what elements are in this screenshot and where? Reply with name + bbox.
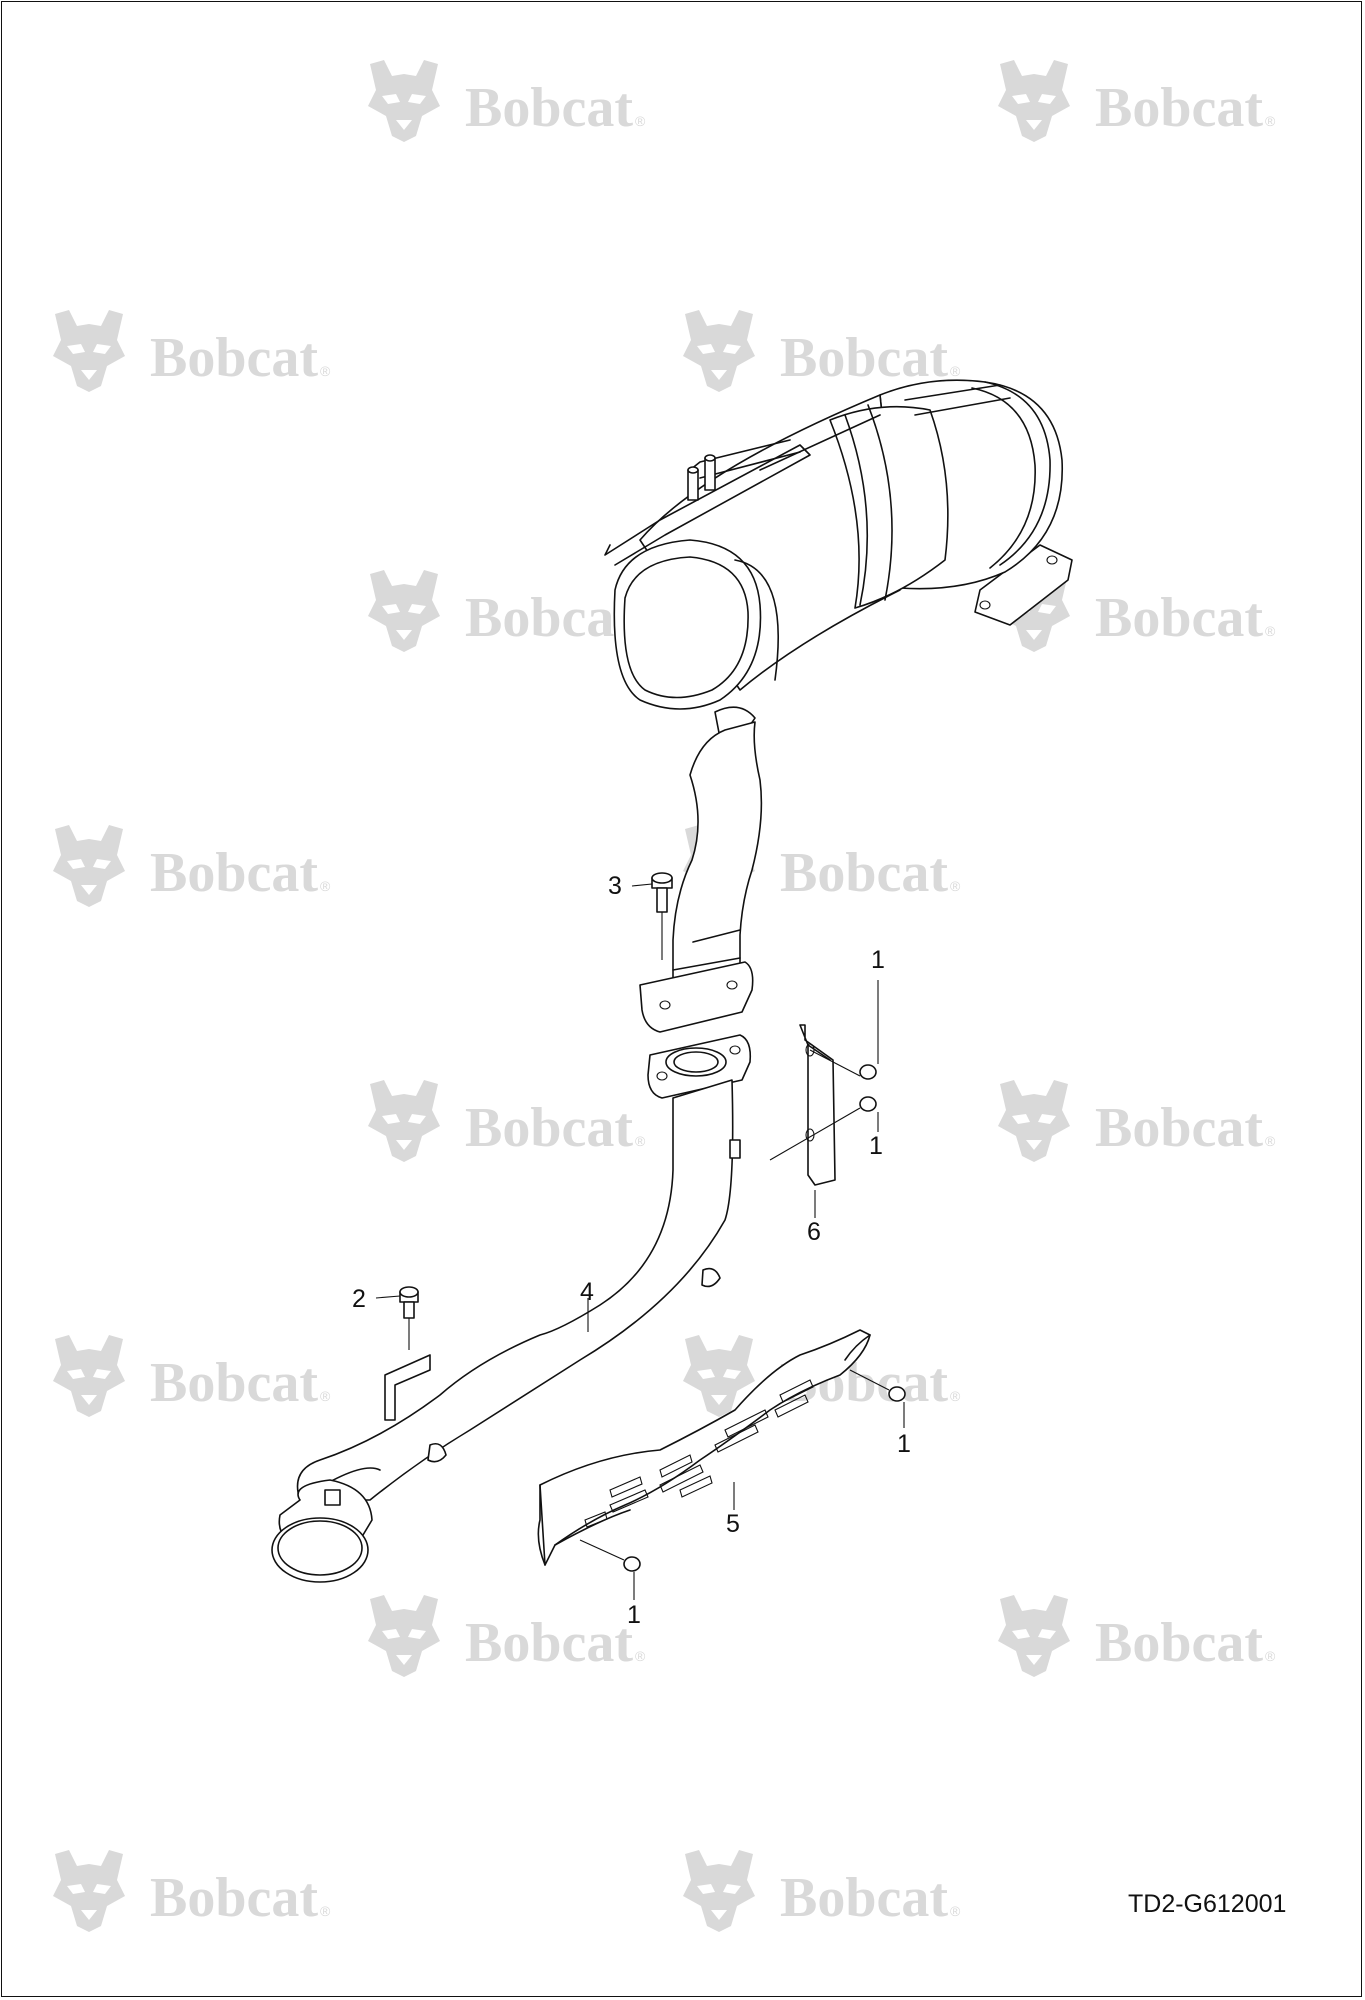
callout-item1-shield-left: 1 bbox=[627, 1601, 641, 1629]
watermark-text: Bobcat bbox=[465, 1612, 633, 1674]
watermark-tile: Bobcat® bbox=[998, 1595, 1276, 1677]
bracket bbox=[799, 1024, 836, 1186]
bobcat-head-logo-icon bbox=[368, 1595, 440, 1677]
bobcat-head-logo-icon bbox=[53, 825, 125, 907]
watermark-registered-mark: ® bbox=[1265, 1648, 1276, 1664]
watermark-tile: Bobcat® bbox=[683, 310, 961, 392]
watermark-tile: Bobcat® bbox=[998, 1080, 1276, 1162]
watermark-layer: Bobcat®Bobcat®Bobcat®Bobcat®Bobcat®Bobca… bbox=[53, 60, 1276, 1932]
watermark-registered-mark: ® bbox=[1265, 113, 1276, 129]
leader-lines bbox=[375, 883, 905, 1600]
bobcat-head-logo-icon bbox=[998, 60, 1070, 142]
watermark-text: Bobcat bbox=[150, 327, 318, 389]
callout-item4: 4 bbox=[580, 1278, 594, 1306]
watermark-text: Bobcat bbox=[465, 1097, 633, 1159]
bolt-item2 bbox=[399, 1286, 419, 1350]
watermark-tile: Bobcat® bbox=[368, 1595, 646, 1677]
bobcat-head-logo-icon bbox=[683, 1850, 755, 1932]
watermark-registered-mark: ® bbox=[1265, 623, 1276, 639]
muffler-assembly bbox=[604, 379, 1073, 739]
watermark-text: Bobcat bbox=[1095, 1097, 1263, 1159]
heat-shield bbox=[537, 1329, 871, 1566]
callout-item6: 6 bbox=[807, 1218, 821, 1246]
bobcat-head-logo-icon bbox=[683, 310, 755, 392]
callout-item1-bracket: 1 bbox=[869, 1132, 883, 1160]
bobcat-head-logo-icon bbox=[368, 570, 440, 652]
exhaust-pipe-lower bbox=[271, 1034, 752, 1583]
bobcat-head-logo-icon bbox=[53, 1335, 125, 1417]
watermark-text: Bobcat bbox=[465, 77, 633, 139]
watermark-tile: Bobcat® bbox=[53, 825, 331, 907]
watermark-registered-mark: ® bbox=[635, 1648, 646, 1664]
drawing-id: TD2-G612001 bbox=[1128, 1890, 1286, 1918]
watermark-tile: Bobcat® bbox=[53, 1850, 331, 1932]
watermark-text: Bobcat bbox=[465, 587, 633, 649]
watermark-registered-mark: ® bbox=[950, 878, 961, 894]
watermark-text: Bobcat bbox=[1095, 587, 1263, 649]
watermark-tile: Bobcat® bbox=[683, 825, 961, 907]
bobcat-head-logo-icon bbox=[998, 1080, 1070, 1162]
watermark-registered-mark: ® bbox=[320, 1388, 331, 1404]
bobcat-head-logo-icon bbox=[53, 1850, 125, 1932]
watermark-tile: Bobcat® bbox=[683, 1850, 961, 1932]
bobcat-head-logo-icon bbox=[998, 1595, 1070, 1677]
watermark-text: Bobcat bbox=[150, 842, 318, 904]
watermark-registered-mark: ® bbox=[320, 878, 331, 894]
callout-item2: 2 bbox=[352, 1285, 366, 1313]
callout-item1-top: 1 bbox=[871, 946, 885, 974]
bolt-item3 bbox=[651, 872, 673, 960]
watermark-tile: Bobcat® bbox=[53, 1335, 331, 1417]
watermark-tile: Bobcat® bbox=[368, 570, 646, 652]
watermark-registered-mark: ® bbox=[320, 363, 331, 379]
watermark-registered-mark: ® bbox=[635, 1133, 646, 1149]
exhaust-pipe-upper bbox=[639, 721, 763, 1033]
watermark-text: Bobcat bbox=[1095, 1612, 1263, 1674]
watermark-text: Bobcat bbox=[780, 327, 948, 389]
watermark-tile: Bobcat® bbox=[368, 1080, 646, 1162]
watermark-tile: Bobcat® bbox=[998, 570, 1276, 652]
bolt-item1a bbox=[809, 1049, 877, 1080]
bolt-item1d bbox=[579, 1539, 641, 1572]
bobcat-head-logo-icon bbox=[368, 60, 440, 142]
bolt-item1c bbox=[849, 1369, 906, 1402]
bobcat-head-logo-icon bbox=[368, 1080, 440, 1162]
watermark-tile: Bobcat® bbox=[998, 60, 1276, 142]
watermark-text: Bobcat bbox=[780, 842, 948, 904]
bolt-item1b bbox=[769, 1096, 877, 1161]
watermark-text: Bobcat bbox=[150, 1352, 318, 1414]
watermark-text: Bobcat bbox=[150, 1867, 318, 1929]
callout-item5: 5 bbox=[726, 1510, 740, 1538]
callout-item3: 3 bbox=[608, 872, 622, 900]
watermark-registered-mark: ® bbox=[1265, 1133, 1276, 1149]
watermark-text: Bobcat bbox=[1095, 77, 1263, 139]
watermark-text: Bobcat bbox=[780, 1867, 948, 1929]
watermark-registered-mark: ® bbox=[635, 113, 646, 129]
callout-item1-shield-right: 1 bbox=[897, 1430, 911, 1458]
bobcat-head-logo-icon bbox=[53, 310, 125, 392]
watermark-registered-mark: ® bbox=[950, 1903, 961, 1919]
watermark-registered-mark: ® bbox=[950, 363, 961, 379]
watermark-registered-mark: ® bbox=[950, 1388, 961, 1404]
heat-shield-slots bbox=[584, 1379, 814, 1528]
callout-labels: 3 2 1 1 1 1 4 5 6 bbox=[352, 872, 911, 1629]
watermark-registered-mark: ® bbox=[320, 1903, 331, 1919]
watermark-tile: Bobcat® bbox=[368, 60, 646, 142]
watermark-tile: Bobcat® bbox=[53, 310, 331, 392]
